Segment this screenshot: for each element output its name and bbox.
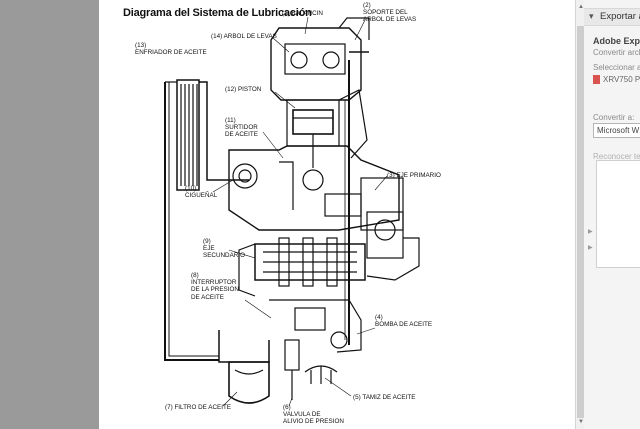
label-balancin: (1) BALANCIN — [282, 10, 323, 17]
convert-subtitle: Convertir archivos — [593, 48, 640, 57]
options-box — [596, 160, 640, 268]
chevron-down-icon: ▾ — [589, 11, 594, 21]
label-enfriador-aceite: (13) ENFRIADOR DE ACEITE — [135, 42, 207, 57]
document-page: Diagrama del Sistema de Lubricación — [99, 0, 576, 429]
select-file-label: Seleccionar arch — [593, 63, 640, 72]
label-arbol-de-levas: (14) ARBOL DE LEVAS — [211, 33, 277, 40]
label-ciguenal: (10) CIGUEÑAL — [185, 185, 218, 200]
label-eje-primario: (3) EJE PRIMARIO — [387, 172, 441, 179]
label-piston: (12) PISTON — [225, 86, 262, 93]
export-side-panel: ▾ Exportar a Adobe Export Convertir arch… — [584, 0, 640, 429]
label-tamiz-aceite: (5) TAMIZ DE ACEITE — [353, 394, 416, 401]
label-filtro-aceite: (7) FILTRO DE ACEITE — [165, 404, 232, 411]
lubrication-diagram — [164, 16, 420, 407]
convert-to-label: Convertir a: — [593, 113, 635, 122]
pdf-file-icon — [593, 75, 600, 85]
recognize-text-label: Reconocer texto — [593, 152, 640, 161]
label-soporte-arbol-levas: (2) SOPORTE DEL ARBOL DE LEVAS — [363, 2, 417, 24]
expand-arrow-icon[interactable]: ▶ — [588, 245, 593, 251]
convert-format-select[interactable]: Microsoft W — [593, 123, 640, 138]
vertical-scrollbar[interactable]: ▲ ▼ — [575, 0, 585, 429]
label-surtidor-aceite: (11) SURTIDOR DE ACEITE — [225, 117, 258, 139]
label-eje-secundario: (9) EJE SECUNDARIO — [203, 238, 245, 260]
scroll-thumb[interactable] — [577, 26, 584, 418]
page-title: Diagrama del Sistema de Lubricación — [123, 7, 312, 19]
export-panel-header[interactable]: ▾ Exportar a — [584, 8, 640, 26]
label-valvula-alivio: (6) VALVULA DE ALIVIO DE PRESION — [283, 404, 344, 426]
scroll-down-icon[interactable]: ▼ — [578, 419, 584, 425]
adobe-export-title: Adobe Export — [593, 36, 640, 46]
viewer-background — [0, 0, 99, 429]
label-bomba-aceite: (4) BOMBA DE ACEITE — [375, 314, 433, 329]
selected-file[interactable]: XRV750 P — [593, 75, 640, 85]
scroll-up-icon[interactable]: ▲ — [578, 4, 584, 10]
label-interruptor-presion: (8) INTERRUPTOR DE LA PRESION DE ACEITE — [191, 272, 239, 301]
expand-arrow-icon[interactable]: ▶ — [588, 229, 593, 235]
